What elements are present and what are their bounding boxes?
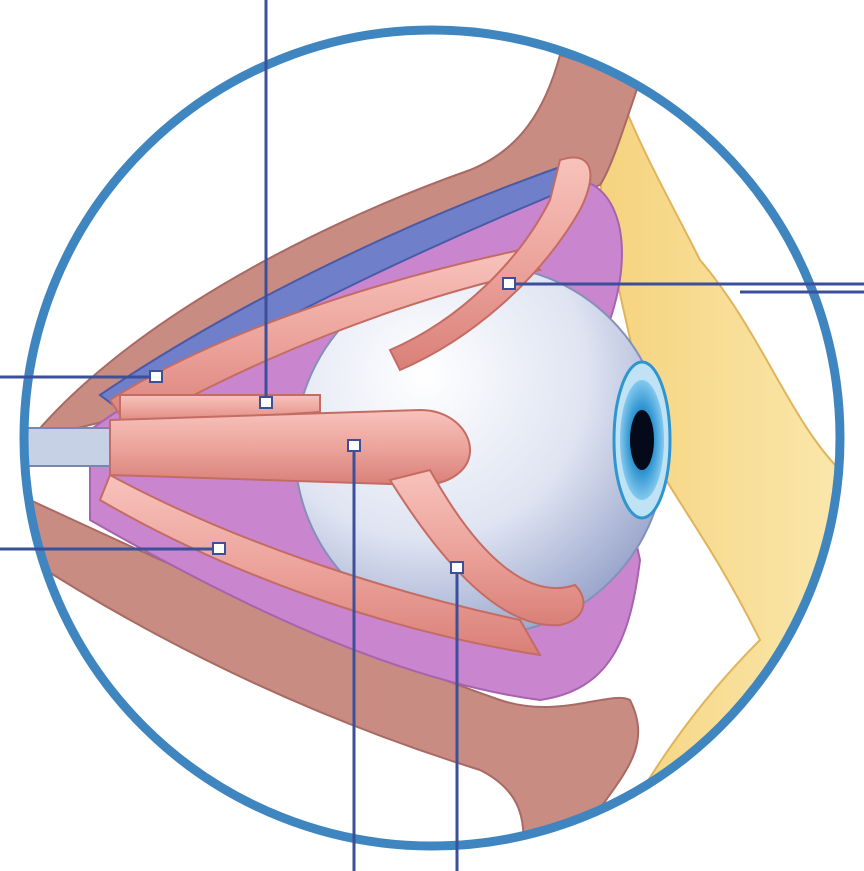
leader-bottom-center-box bbox=[348, 440, 360, 451]
leader-left-lower-box bbox=[213, 543, 225, 554]
leader-bottom-right-box bbox=[451, 562, 463, 573]
pupil bbox=[630, 410, 654, 470]
leader-left-upper-box bbox=[150, 371, 162, 382]
leader-upper-right-box bbox=[503, 278, 515, 289]
leader-top-box bbox=[260, 397, 272, 408]
